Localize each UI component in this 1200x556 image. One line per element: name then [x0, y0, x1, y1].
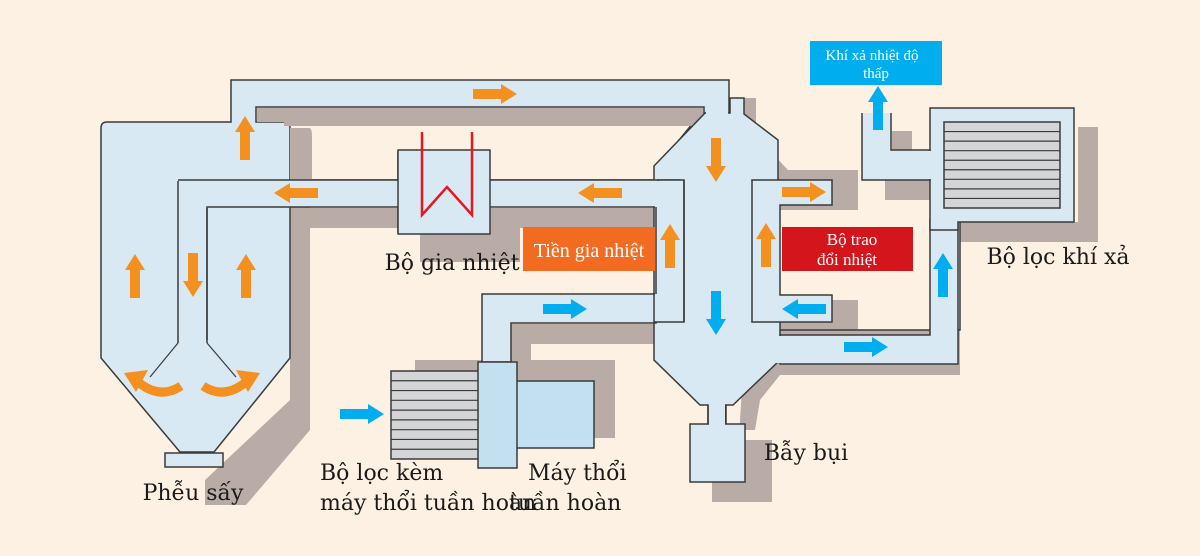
dust-trap: [689, 423, 746, 483]
preheater-label: Tiền gia nhiệt: [534, 240, 645, 262]
top-pipe-joint: [706, 81, 728, 117]
exhaust-pipe-cover: [760, 336, 790, 363]
flow-arrow-left: [274, 183, 318, 203]
flow-arrow-up: [868, 86, 888, 130]
exhaust-out-label-2: thấp: [863, 66, 889, 82]
flow-arrow-up: [125, 254, 145, 298]
blower-filter-label-1: Bộ lọc kèm: [320, 461, 443, 486]
dust-trap-label: Bẫy bụi: [764, 440, 848, 466]
flow-arrow-right: [782, 182, 826, 202]
flow-arrow-down: [706, 138, 726, 182]
flow-arrow-down: [183, 253, 203, 297]
flow-arrow-left: [782, 299, 826, 319]
heater-coil-icon: [420, 132, 474, 219]
flow-arrow-curve-head: [236, 370, 260, 392]
exhaust-filter-media: [943, 121, 1061, 209]
blower-motor: [515, 380, 595, 449]
blower-label-2: tuần hoàn: [509, 490, 621, 516]
exhaust-out-box: [810, 41, 942, 85]
flow-arrow-right: [340, 404, 384, 424]
flow-arrow-curve: [200, 378, 249, 397]
flow-arrow-down: [706, 291, 726, 335]
preheater-box: [523, 227, 655, 271]
flow-arrows: [124, 84, 953, 424]
flow-arrow-right: [844, 337, 888, 357]
heater-label: Bộ gia nhiệt: [385, 251, 520, 276]
flow-arrow-right: [473, 84, 517, 104]
dryer-hopper-label: Phễu sấy: [143, 480, 244, 506]
blower-filter: [390, 370, 480, 460]
exhaust-filter-lines: [944, 130, 1060, 200]
blower-filter-lines: [391, 380, 479, 450]
flow-arrow-up: [236, 254, 256, 298]
heat-exchanger-box: [782, 227, 913, 271]
inner-pipe-flare-right: [206, 342, 237, 378]
flow-arrow-curve-head: [124, 370, 148, 392]
dust-trap-neck: [709, 400, 725, 426]
blower-filter-label-2: máy thổi tuần hoàn: [320, 488, 536, 516]
heat-exchanger-label-1: Bộ trao: [827, 230, 878, 249]
flow-arrow-up: [660, 224, 680, 268]
flow-arrow-right: [543, 299, 587, 319]
blower-label-1: Máy thổi: [528, 458, 627, 486]
exhaust-out-label-1: Khí xả nhiệt độ: [826, 48, 919, 64]
inner-pipe-flare-left: [149, 342, 179, 378]
hopper-discharge: [164, 452, 224, 468]
heater-pipe-cover: [399, 181, 489, 206]
blower-housing: [477, 361, 518, 469]
flow-arrow-up: [756, 223, 776, 267]
exhaust-outlet-cover: [928, 151, 932, 179]
flow-arrow-left: [578, 183, 622, 203]
exchanger-loop-cover: [742, 181, 778, 321]
heat-exchanger-label-2: đổi nhiệt: [817, 250, 877, 269]
top-pipe-gap-shadow: [257, 108, 703, 126]
top-pipe-gap-shadow2: [290, 128, 312, 180]
flow-arrow-up: [235, 116, 255, 160]
flow-arrow-up: [933, 253, 953, 297]
exhaust-filter-label: Bộ lọc khí xả: [986, 244, 1129, 270]
flow-arrow-curve: [135, 378, 184, 397]
